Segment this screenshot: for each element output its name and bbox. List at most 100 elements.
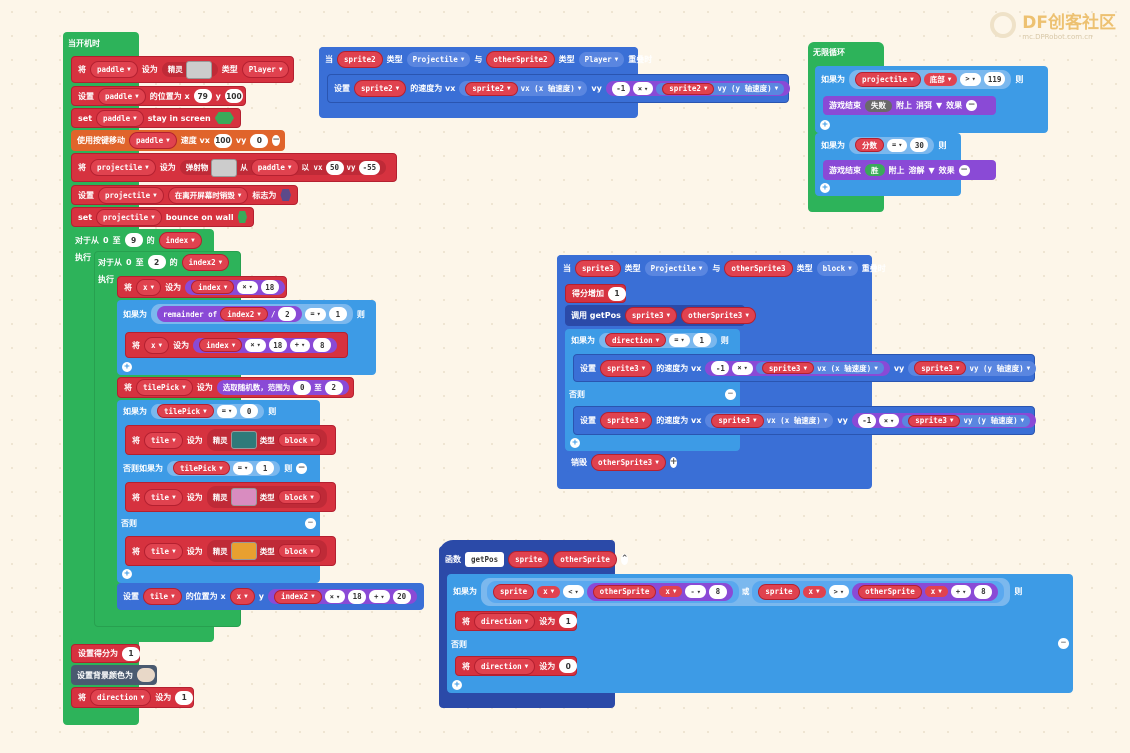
for-index2-header[interactable]: 对于从 0 至 2 的 index2▼ [94, 251, 241, 273]
var-dropdown[interactable]: sprite2▼ [354, 80, 407, 97]
overlap-hat-2[interactable]: 当 sprite3 类型 Projectile▼ 与 otherSprite3 … [557, 255, 886, 281]
minus-icon[interactable]: − [305, 518, 316, 529]
set-direction-0-block[interactable]: 将 direction▼ 设为 0 [455, 656, 578, 676]
num-input[interactable]: 1 [559, 614, 578, 628]
multiply-reporter[interactable]: -1×▾sprite3▼vx (x 轴速度)▼ [705, 360, 890, 376]
op-dropdown[interactable]: <▾ [563, 585, 584, 598]
kind-dropdown[interactable]: Projectile▼ [406, 51, 471, 67]
op-dropdown[interactable]: =▾ [232, 461, 254, 475]
minus-icon[interactable]: − [958, 164, 970, 176]
overlap-hat-1[interactable]: 当 sprite2 类型 Projectile▼ 与 otherSprite2 … [319, 47, 652, 71]
set-velocity-block-2[interactable]: 设置 sprite3▼ 的速度为 vx -1×▾sprite3▼vx (x 轴速… [573, 354, 1037, 382]
if-direction-header[interactable]: 如果为 direction▼=▾1 则 [565, 329, 740, 351]
set-velocity-block-1[interactable]: 设置 sprite2▼ 的速度为 vx sprite2▼vx (x 轴速度)▼ … [327, 74, 791, 103]
num-input[interactable]: 20 [392, 589, 411, 604]
vy-input[interactable]: 0 [250, 133, 269, 148]
op-dropdown[interactable]: +▾ [369, 590, 390, 603]
op-dropdown[interactable]: ×▾ [237, 280, 258, 294]
num-input[interactable]: -1 [857, 413, 876, 428]
op-dropdown[interactable]: =▾ [669, 333, 690, 347]
game-over-win-block[interactable]: 游戏结束 胜 附上 溶解▼ 效果 − [823, 160, 996, 180]
var-dropdown[interactable]: sprite [493, 583, 535, 600]
set-flag-block[interactable]: 设置 projectile▼ 在离开屏幕时销毁▼ 标志为 [71, 185, 298, 205]
num-input[interactable]: 1 [692, 333, 711, 347]
compare-reporter[interactable]: tilePick▼=▾1 [167, 460, 281, 476]
multiply-reporter[interactable]: -1×▾sprite3▼vy (y 轴速度)▼ [851, 413, 1037, 428]
var-dropdown[interactable]: tile▼ [143, 588, 182, 605]
set-velocity-block-3[interactable]: 设置 sprite3▼ 的速度为 vx sprite3▼vx (x 轴速度)▼ … [573, 406, 1037, 435]
op-dropdown[interactable]: >▾ [960, 72, 981, 86]
minus-icon[interactable]: − [296, 462, 308, 474]
bounce-on-wall-block[interactable]: set projectile▼ bounce on wall [71, 207, 254, 227]
op-dropdown[interactable]: +▾ [950, 585, 972, 598]
var-dropdown[interactable]: otherSprite3▼ [591, 453, 666, 471]
toggle-on[interactable] [214, 112, 234, 124]
var-dropdown[interactable]: index2▼ [220, 307, 268, 321]
set-x-offset-block[interactable]: 将 x▼ 设为 index▼×▾18+▾8 [125, 332, 348, 358]
param-reporter[interactable]: otherSprite [553, 550, 617, 568]
kind-dropdown[interactable]: block▼ [816, 260, 858, 276]
var-dropdown[interactable]: sprite3▼ [761, 362, 815, 374]
var-dropdown[interactable]: direction▼ [90, 689, 152, 706]
op-dropdown[interactable]: =▾ [887, 138, 908, 152]
set-paddle-block[interactable]: 将 paddle▼ 设为 精灵 类型 Player▼ [71, 56, 294, 83]
vx-input[interactable]: 100 [213, 133, 232, 148]
var-dropdown[interactable]: paddle▼ [98, 87, 146, 105]
prop-reporter[interactable]: sprite2▼vx (x 轴速度)▼ [459, 81, 588, 96]
op-dropdown[interactable]: =▾ [216, 404, 238, 418]
destroy-block[interactable]: 销毁 otherSprite3▼ + [565, 452, 678, 472]
num-input[interactable]: 1 [328, 307, 347, 321]
minus-icon[interactable]: − [272, 135, 280, 146]
var-dropdown[interactable]: sprite3 [575, 259, 621, 277]
effect-dropdown[interactable]: 溶解 [908, 165, 925, 175]
var-dropdown[interactable]: x▼ [229, 588, 255, 605]
elif-header[interactable]: 否则如果为 tilePick▼=▾1 则 − [117, 458, 320, 478]
game-over-lose-block[interactable]: 游戏结束 失败 附上 消弭▼ 效果 − [823, 96, 996, 115]
x-input[interactable]: 79 [193, 89, 212, 103]
num-input[interactable]: 2 [278, 307, 297, 321]
prop-dropdown[interactable]: x▼ [659, 586, 683, 597]
var-dropdown[interactable]: tilePick▼ [173, 461, 230, 475]
stay-in-screen-block[interactable]: set paddle▼ stay in screen [71, 108, 241, 128]
count-input[interactable]: 2 [147, 255, 166, 269]
collapse-icon[interactable]: ⌃ [620, 553, 629, 565]
move-with-buttons-block[interactable]: 使用按键移动 paddle▼ 速度 vx 100 vy 0 − [71, 130, 285, 151]
set-direction-block[interactable]: 将 direction▼ 设为 1 [71, 687, 194, 708]
if-score-header[interactable]: 如果为 分数=▾30 则 [815, 133, 961, 157]
num-input[interactable]: 0 [559, 659, 578, 673]
type-dropdown[interactable]: block▼ [277, 490, 321, 504]
prop-dropdown[interactable]: x▼ [802, 585, 826, 598]
src-dropdown[interactable]: paddle▼ [250, 159, 299, 176]
sprite-image-slot[interactable] [185, 60, 212, 79]
prop-dropdown[interactable]: x▼ [924, 586, 948, 597]
plus-icon[interactable]: + [820, 120, 830, 130]
var-dropdown[interactable]: paddle▼ [90, 61, 138, 78]
var-dropdown[interactable]: tile▼ [144, 488, 183, 506]
prop-reporter[interactable]: sprite3▼vx (x 轴速度)▼ [705, 413, 834, 428]
minus-icon[interactable]: − [1058, 638, 1069, 649]
plus-icon[interactable]: + [122, 569, 132, 579]
var-dropdown[interactable]: index▼ [191, 280, 235, 294]
toggle-on[interactable] [280, 189, 291, 201]
set-position-block[interactable]: 设置 paddle▼ 的位置为 x 79 y 100 [71, 86, 246, 106]
multiply-reporter[interactable]: -1×▾sprite2▼vy (y 轴速度)▼ [605, 81, 791, 96]
set-x-block[interactable]: 将 x▼ 设为 index▼×▾18 [117, 276, 287, 298]
add-reporter[interactable]: index▼×▾18+▾8 [193, 337, 338, 353]
tile-image-slot[interactable] [230, 542, 257, 560]
plus-icon[interactable]: + [820, 183, 830, 193]
num-input[interactable]: -1 [711, 361, 730, 375]
score-reporter[interactable]: 分数 [855, 138, 884, 152]
var-dropdown[interactable]: tile▼ [144, 431, 183, 449]
var-dropdown[interactable]: direction▼ [474, 657, 536, 675]
var-dropdown[interactable]: direction▼ [605, 333, 667, 347]
var-dropdown[interactable]: sprite3▼ [624, 307, 678, 324]
